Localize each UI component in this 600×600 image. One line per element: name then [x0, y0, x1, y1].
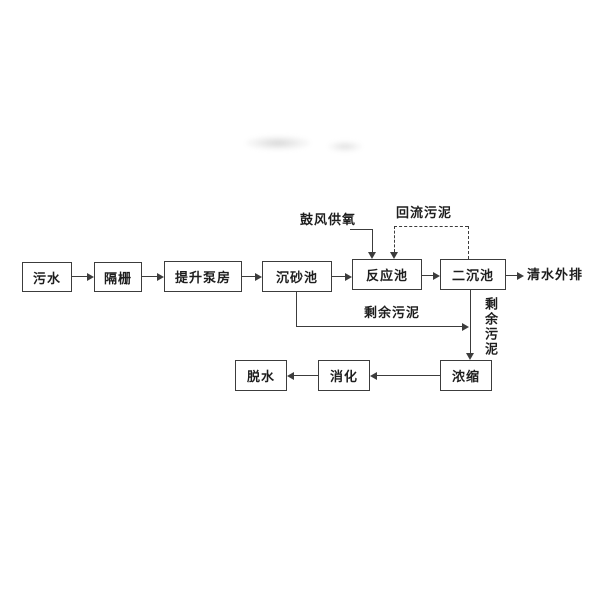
node-lift-pump-station-label: 提升泵房 [174, 271, 231, 286]
node-secondary-clarifier-label: 二沉池 [451, 269, 494, 284]
arrowhead-pump-to-grit [255, 273, 262, 281]
node-sewage-label: 污水 [32, 271, 61, 287]
connector-grit-to-reaction [332, 276, 345, 277]
connector-digestion-to-dewatering [294, 375, 318, 376]
arrowhead-thickening-to-digestion [370, 372, 377, 380]
arrowhead-reaction-to-secondary [433, 272, 440, 280]
connector-pump-to-grit [242, 276, 255, 277]
node-thickening-label: 浓缩 [451, 370, 480, 385]
blower-oxygen-label: 鼓风供氧 [300, 213, 357, 228]
arrowhead-screen-to-pump [157, 273, 164, 281]
connector-screen-to-pump [142, 276, 157, 277]
node-bar-screen: 隔栅 [94, 262, 142, 292]
node-grit-chamber: 沉砂池 [262, 261, 332, 292]
effluent-label: 清水外排 [527, 268, 584, 283]
node-digestion-label: 消化 [329, 370, 358, 385]
return-sludge-label: 回流污泥 [396, 206, 453, 221]
excess-sludge-line-h [296, 326, 462, 327]
return-sludge-line-h [394, 226, 468, 227]
secondary-to-thickening-line [470, 290, 471, 353]
node-grit-chamber-label: 沉砂池 [275, 271, 318, 286]
arrowhead-into-thickening [466, 353, 474, 360]
node-sewage: 污水 [22, 262, 72, 292]
connector-reaction-to-secondary [422, 275, 433, 276]
blower-line-h [350, 229, 372, 230]
connector-sewage-to-screen [72, 276, 87, 277]
node-dewatering-label: 脱水 [246, 370, 275, 385]
arrowhead-return-sludge-into-reaction [390, 252, 398, 259]
node-bar-screen-label: 隔栅 [103, 271, 132, 287]
arrowhead-sewage-to-screen [87, 273, 94, 281]
excess-sludge-line-down-from-grit [296, 292, 297, 326]
arrowhead-digestion-to-dewatering [287, 372, 294, 380]
node-digestion: 消化 [318, 360, 370, 391]
excess-sludge-label: 剩余污泥 [364, 306, 421, 321]
arrowhead-blower-into-reaction [368, 252, 376, 259]
arrowhead-secondary-to-effluent [517, 272, 524, 280]
node-secondary-clarifier: 二沉池 [440, 259, 506, 290]
node-dewatering: 脱水 [235, 360, 287, 391]
arrowhead-excess-sludge-right [462, 323, 469, 331]
blower-line-v [372, 229, 373, 252]
return-sludge-line-down-to-reaction [394, 226, 395, 252]
arrowhead-grit-to-reaction [345, 273, 352, 281]
return-sludge-line-up-from-secondary [468, 226, 469, 259]
faint-smudge [246, 136, 310, 150]
node-reaction-tank: 反应池 [352, 259, 422, 290]
connector-secondary-to-effluent [506, 275, 517, 276]
node-lift-pump-station: 提升泵房 [164, 261, 242, 292]
node-thickening: 浓缩 [440, 360, 492, 391]
connector-thickening-to-digestion [377, 375, 440, 376]
excess-sludge-vertical-label: 剩余污泥 [482, 297, 497, 357]
faint-smudge [328, 141, 362, 152]
node-reaction-tank-label: 反应池 [365, 269, 408, 284]
